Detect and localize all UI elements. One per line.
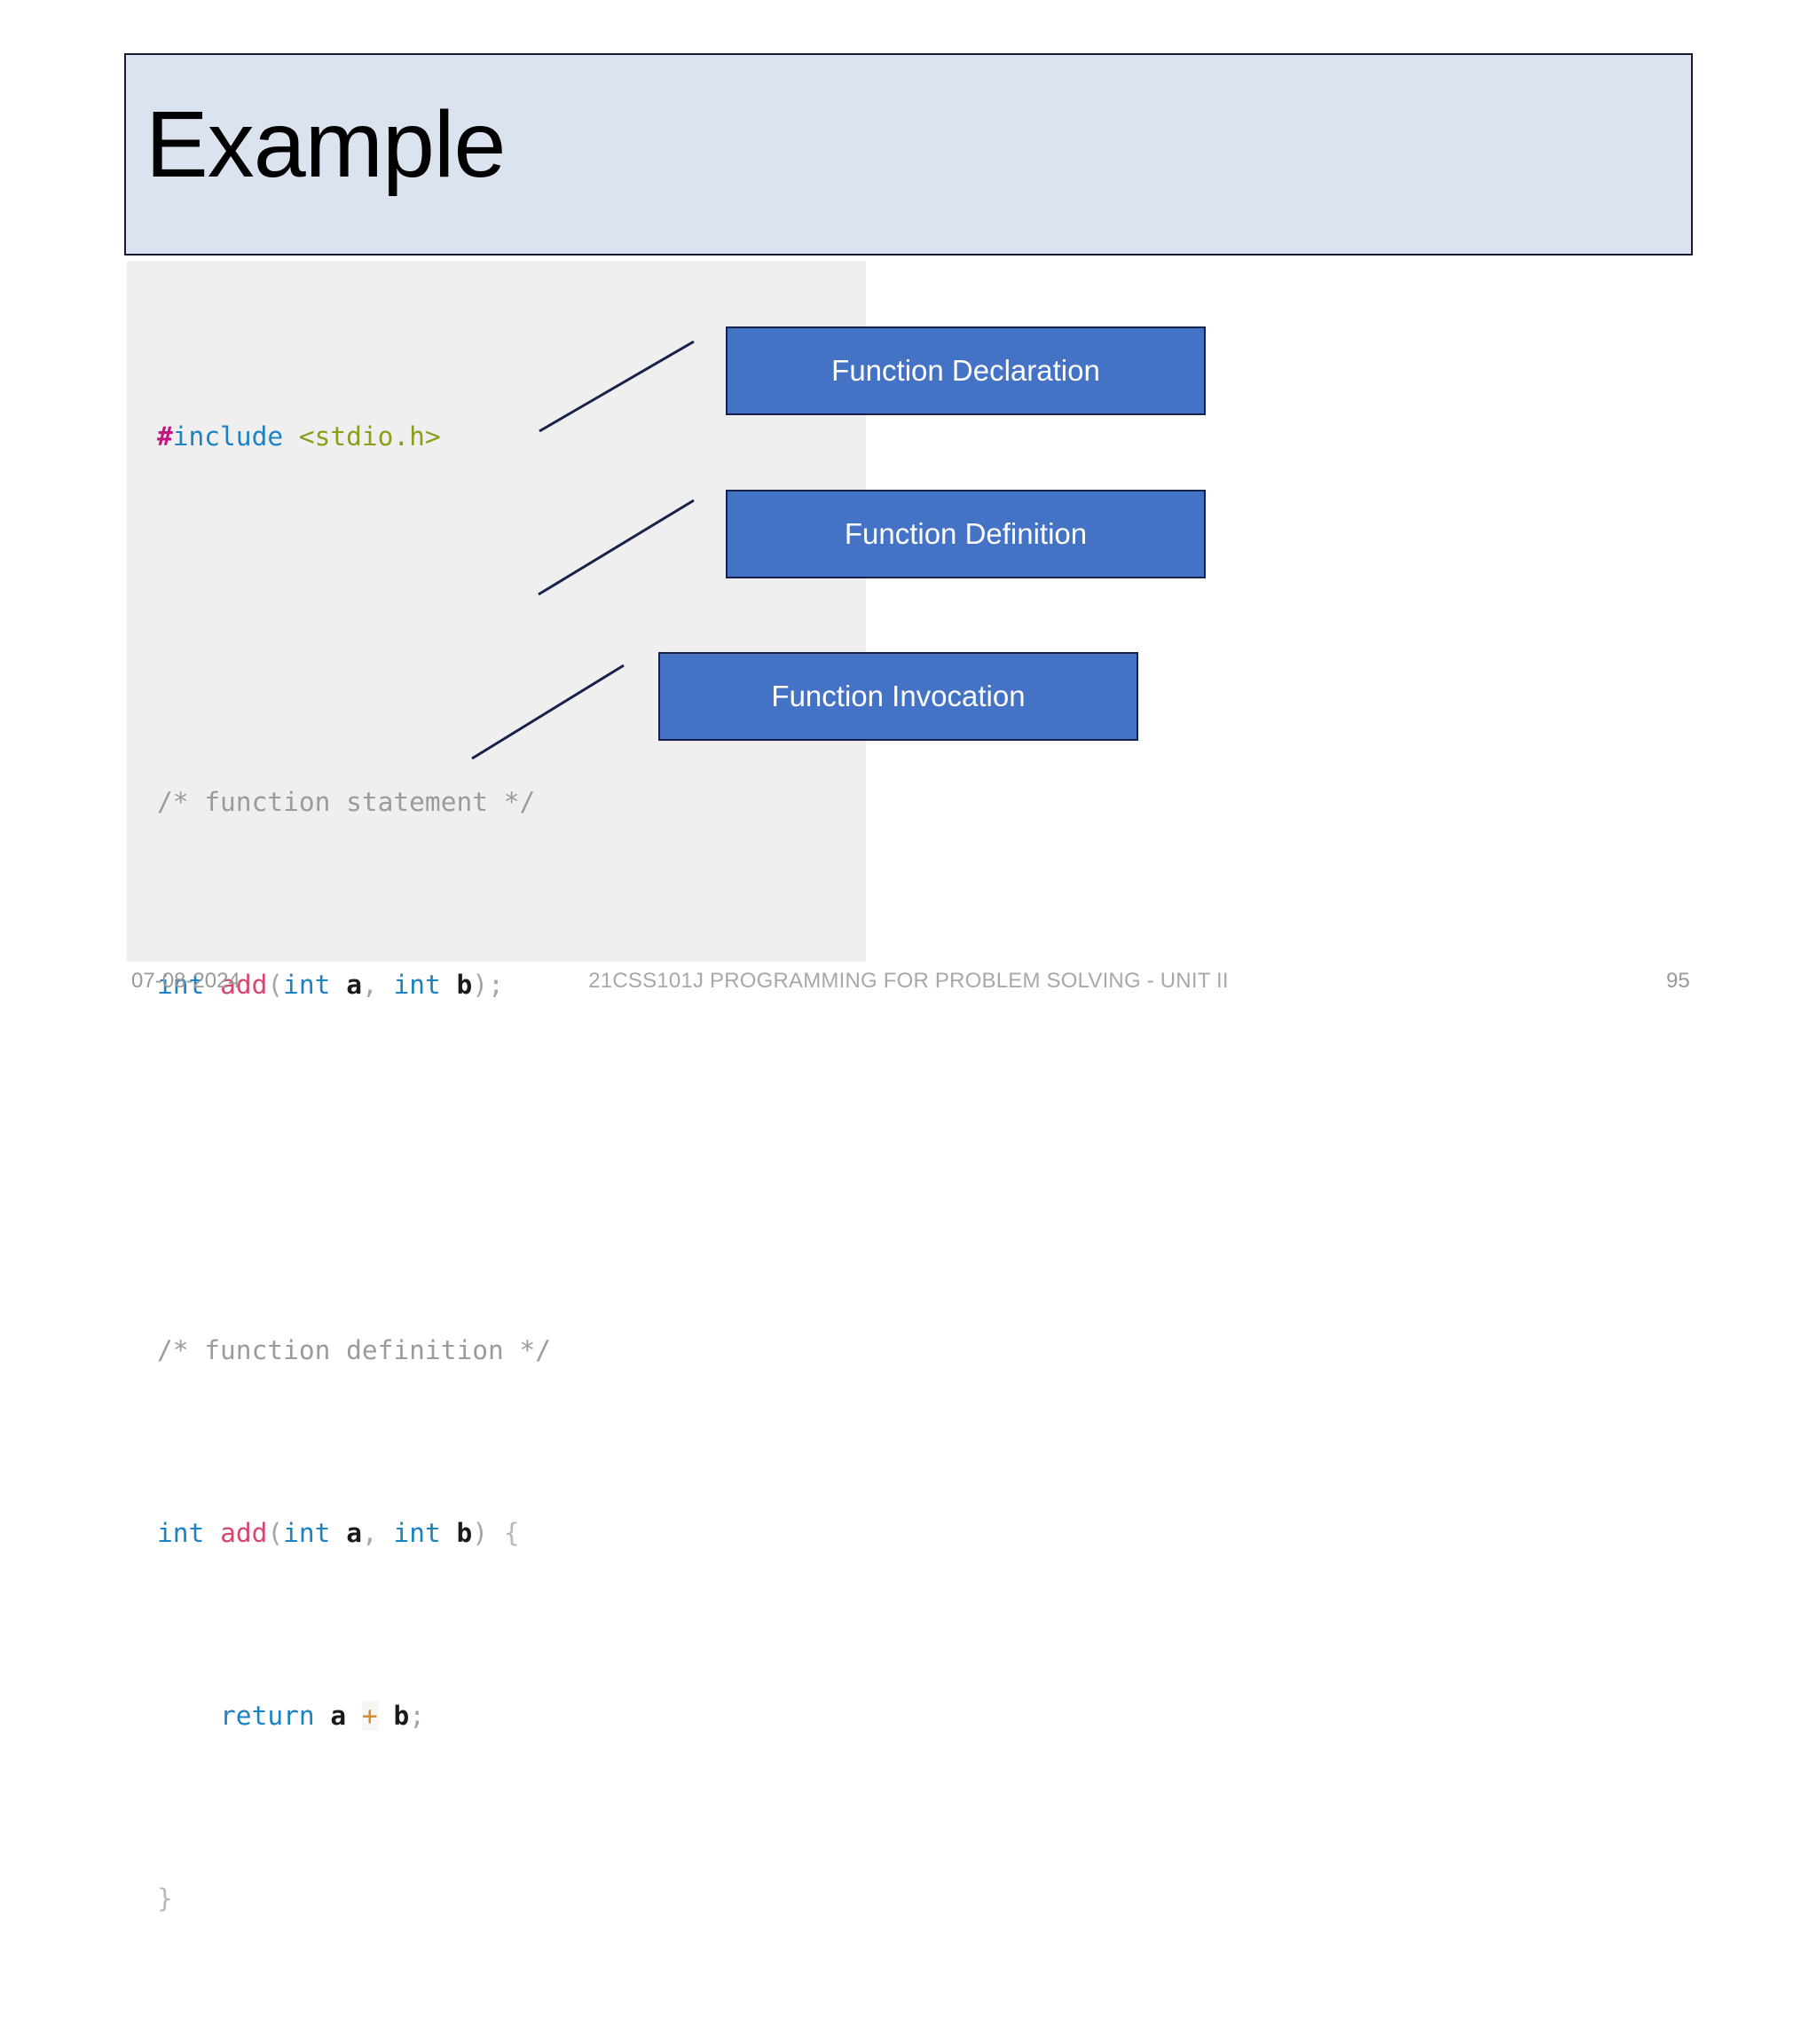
code-line-blank-2 xyxy=(157,1145,803,1191)
footer-page-number: 95 xyxy=(1666,969,1690,993)
code-token-var-b: b xyxy=(393,1700,410,1731)
code-line-blank-1 xyxy=(157,597,803,643)
footer-date: 07-08-2024 xyxy=(131,969,240,993)
code-token-comma: , xyxy=(361,969,378,1000)
code-token-paren: ( xyxy=(267,969,284,1000)
code-token-keyword-int: int xyxy=(283,969,331,1000)
code-token-keyword-return: return xyxy=(220,1700,315,1731)
slide-title-band: Example xyxy=(124,53,1693,256)
code-token-directive: include xyxy=(172,421,284,452)
code-token-function-add: add xyxy=(220,969,268,1000)
code-token-function-add: add xyxy=(220,1517,268,1548)
callout-label: Function Definition xyxy=(844,517,1088,550)
code-token-keyword-int: int xyxy=(283,1517,331,1548)
code-line-comment-statement: /* function statement */ xyxy=(157,780,803,826)
callout-function-definition[interactable]: Function Definition xyxy=(726,490,1206,578)
code-token-var-b: b xyxy=(456,1517,473,1548)
code-token-var-a: a xyxy=(346,1517,362,1548)
code-token-comma: , xyxy=(361,1517,378,1548)
code-token-comment: /* function definition */ xyxy=(157,1334,552,1365)
footer-course-title: 21CSS101J PROGRAMMING FOR PROBLEM SOLVIN… xyxy=(588,969,1229,993)
code-token-paren: ); xyxy=(472,969,504,1000)
code-token-brace-open: { xyxy=(503,1517,520,1548)
code-line-definition: int add(int a, int b) { xyxy=(157,1511,803,1557)
callout-function-invocation[interactable]: Function Invocation xyxy=(658,652,1138,741)
code-token-keyword-int: int xyxy=(157,1517,205,1548)
code-token-var-a: a xyxy=(346,969,362,1000)
code-line-include: #include <stdio.h> xyxy=(157,414,803,460)
code-token-operator-plus: + xyxy=(361,1700,378,1731)
callout-label: Function Invocation xyxy=(771,680,1026,712)
page-title: Example xyxy=(146,92,506,197)
code-token-semicolon: ; xyxy=(409,1700,425,1731)
callout-label: Function Declaration xyxy=(831,354,1100,387)
code-listing: #include <stdio.h> /* function statement… xyxy=(157,277,803,2044)
code-token-hash: # xyxy=(157,421,173,452)
code-token-keyword-int: int xyxy=(157,969,205,1000)
code-token-keyword-int: int xyxy=(393,1517,441,1548)
code-token-keyword-int: int xyxy=(393,969,441,1000)
code-token-header: <stdio.h> xyxy=(298,421,441,452)
code-token-brace-close: } xyxy=(157,1883,173,1914)
callout-function-declaration[interactable]: Function Declaration xyxy=(726,326,1206,415)
code-line-close-add: } xyxy=(157,1876,803,1922)
code-token-paren: ) xyxy=(472,1517,489,1548)
code-token-paren: ( xyxy=(267,1517,284,1548)
code-line-comment-definition: /* function definition */ xyxy=(157,1328,803,1374)
code-line-declaration: int add(int a, int b); xyxy=(157,963,803,1009)
code-line-return-sum: return a + b; xyxy=(157,1694,803,1740)
code-token-var-a: a xyxy=(330,1700,347,1731)
code-token-var-b: b xyxy=(456,969,473,1000)
code-token-comment: /* function statement */ xyxy=(157,786,536,817)
